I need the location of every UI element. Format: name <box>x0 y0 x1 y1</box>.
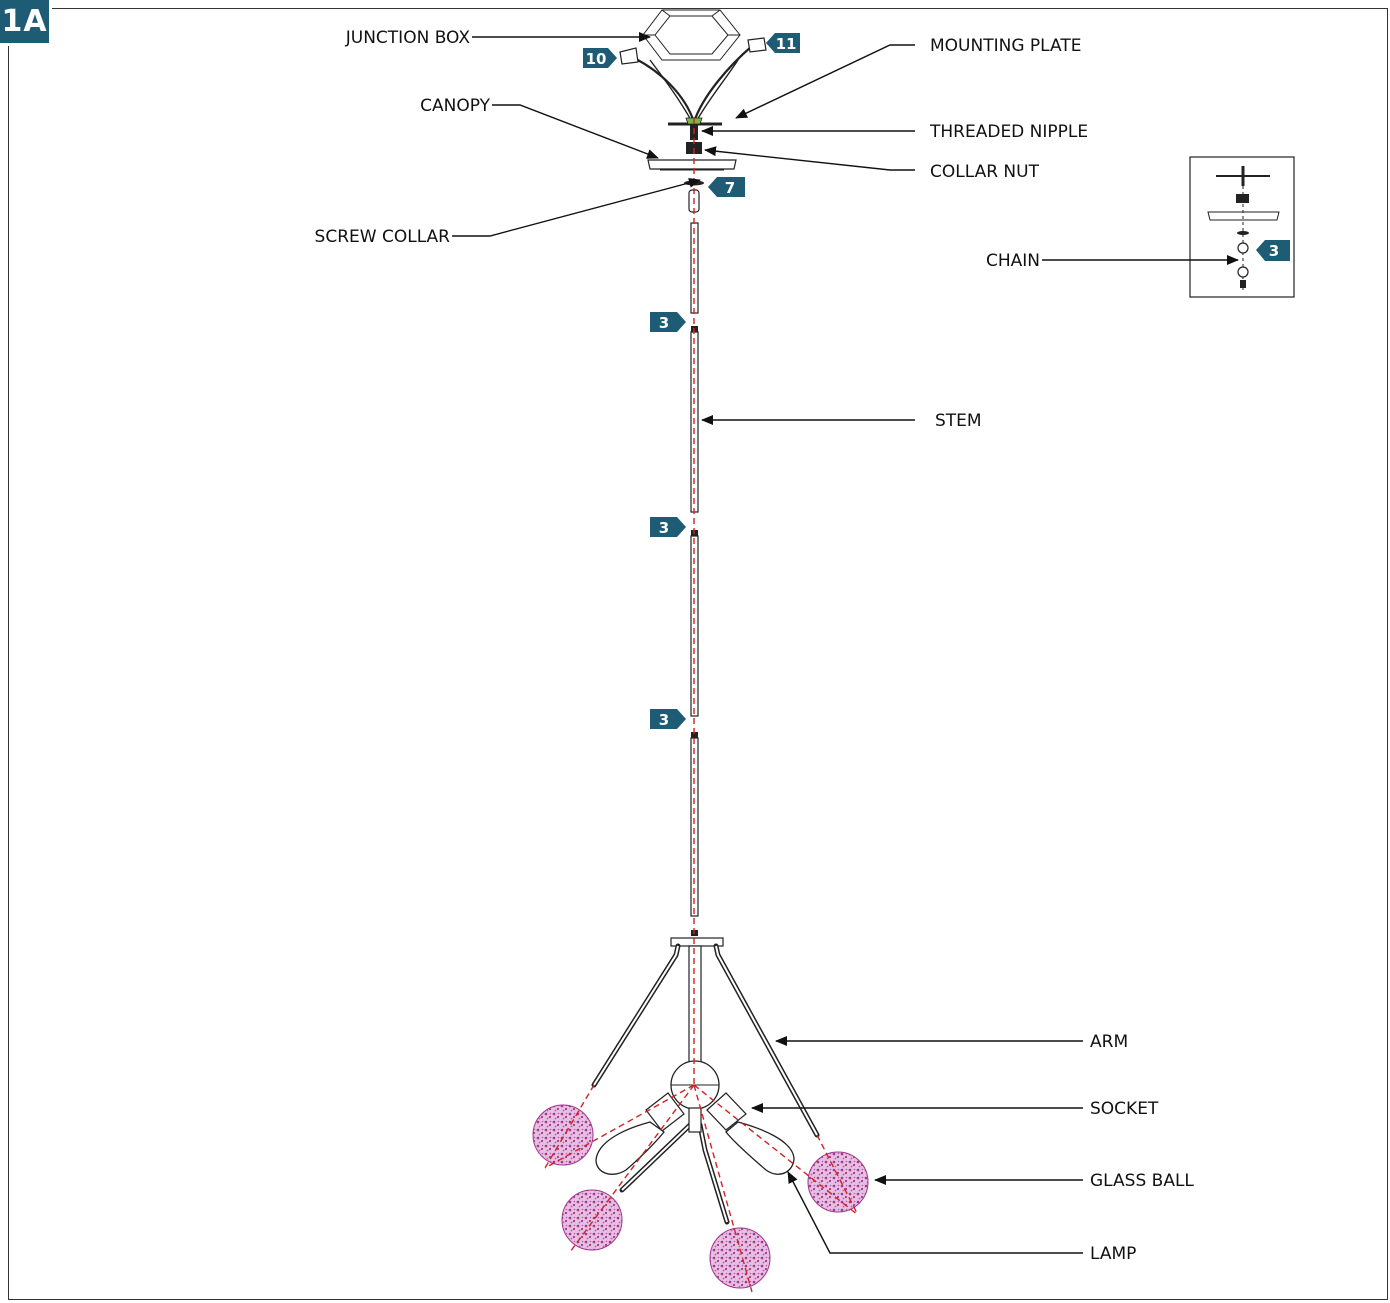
tag-stem-joint-1: 3 <box>650 312 686 332</box>
wire-nut-right <box>747 37 767 53</box>
centerlines <box>544 118 859 1293</box>
center-sphere <box>670 1060 720 1133</box>
glass-ball-4 <box>709 1227 771 1289</box>
socket-left <box>645 1092 685 1132</box>
tag-wire-right: 11 <box>766 33 800 53</box>
label-arm: ARM <box>1090 1032 1128 1052</box>
tag-stem-joint-2-text: 3 <box>659 519 669 537</box>
label-glass-ball: GLASS BALL <box>1090 1171 1194 1191</box>
wire-nut-left <box>619 47 639 65</box>
tag-screw-collar-text: 7 <box>725 179 735 197</box>
tag-stem-joint-2: 3 <box>650 517 686 537</box>
tag-screw-collar: 7 <box>708 177 745 197</box>
glass-ball-2 <box>807 1151 869 1213</box>
tag-wire-right-text: 11 <box>776 35 797 53</box>
lamp-left <box>595 1121 665 1175</box>
label-lamp: LAMP <box>1090 1244 1136 1264</box>
chain-inset <box>1189 156 1295 298</box>
label-stem: STEM <box>935 411 982 431</box>
glass-ball-1 <box>532 1104 594 1166</box>
tag-wire-left-text: 10 <box>586 50 607 68</box>
diagram-frame <box>8 8 1388 1300</box>
label-socket: SOCKET <box>1090 1099 1159 1119</box>
tag-wire-left: 10 <box>583 48 617 68</box>
label-threaded-nipple: THREADED NIPPLE <box>929 122 1088 142</box>
tag-stem-joint-1-text: 3 <box>659 314 669 332</box>
junction-box <box>629 9 753 123</box>
center-stem-tube <box>688 945 702 1067</box>
tag-stem-joint-3-text: 3 <box>659 711 669 729</box>
tag-chain-inset-text: 3 <box>1269 242 1279 260</box>
mounting-plate <box>668 117 722 126</box>
canopy <box>647 159 737 171</box>
step-badge: 1A <box>0 0 52 46</box>
glass-ball-3 <box>561 1189 623 1251</box>
tag-chain-inset: 3 <box>1256 240 1290 261</box>
tag-stem-joint-3: 3 <box>650 709 686 729</box>
label-canopy: CANOPY <box>420 96 490 116</box>
label-mounting-plate: MOUNTING PLATE <box>930 36 1081 56</box>
label-chain: CHAIN <box>986 251 1040 271</box>
arms-inner <box>593 945 818 1223</box>
lamp-right <box>725 1121 795 1175</box>
leaders <box>452 32 1239 1254</box>
label-screw-collar: SCREW COLLAR <box>315 227 451 247</box>
label-collar-nut: COLLAR NUT <box>930 162 1040 182</box>
label-junction-box: JUNCTION BOX <box>345 28 471 48</box>
screw-collar <box>684 180 704 213</box>
